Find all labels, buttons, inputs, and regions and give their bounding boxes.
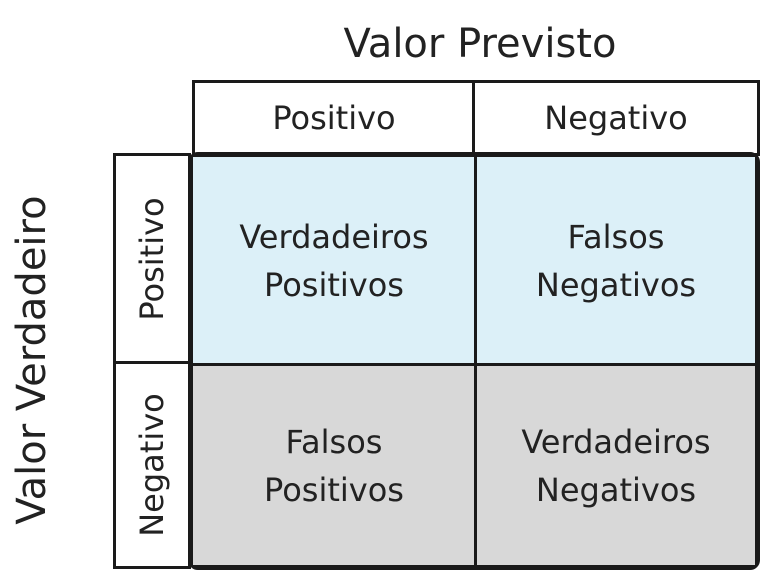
cell-false-negatives-label: Falsos Negativos	[535, 217, 697, 304]
cell-true-positives: Verdadeiros Positivos	[193, 157, 475, 364]
matrix-vertical-divider	[474, 157, 477, 565]
cell-false-negatives: Falsos Negativos	[477, 157, 755, 364]
cell-false-positives: Falsos Positivos	[193, 366, 475, 565]
cell-true-negatives-label: Verdadeiros Negativos	[521, 422, 711, 509]
predicted-value-title: Valor Previsto	[343, 21, 617, 67]
column-header-negative-label: Negativo	[544, 99, 688, 137]
cell-true-positives-label: Verdadeiros Positivos	[239, 217, 429, 304]
column-header-positive: Positivo	[192, 80, 476, 156]
row-header-negative-label: Negativo	[133, 393, 171, 537]
cell-true-negatives: Verdadeiros Negativos	[477, 366, 755, 565]
row-header-positive: Positivo	[113, 153, 191, 365]
confusion-matrix: Verdadeiros Positivos Falsos Negativos F…	[188, 152, 760, 570]
row-header-positive-label: Positivo	[133, 197, 171, 321]
matrix-horizontal-divider	[193, 363, 755, 366]
row-header-negative: Negativo	[113, 361, 191, 569]
actual-value-title: Valor Verdadeiro	[4, 195, 60, 525]
actual-value-title-text: Valor Verdadeiro	[9, 195, 55, 525]
cell-false-positives-label: Falsos Positivos	[264, 422, 404, 509]
column-header-negative: Negativo	[472, 80, 760, 156]
column-header-positive-label: Positivo	[272, 99, 396, 137]
